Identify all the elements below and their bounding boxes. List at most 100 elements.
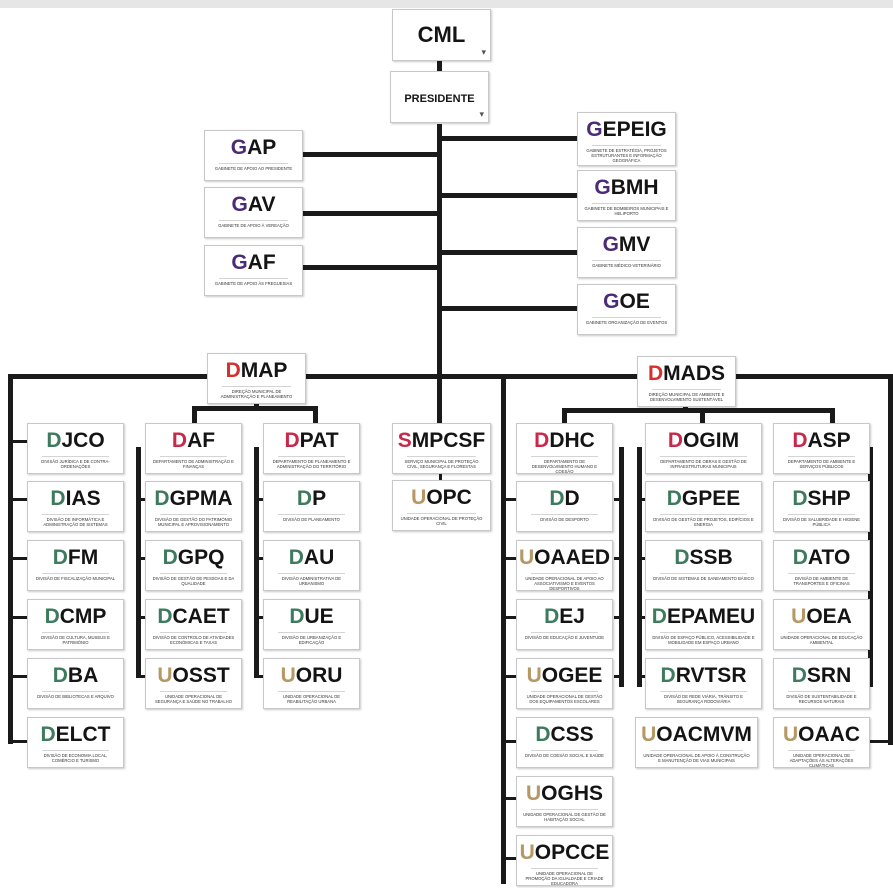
unit-code-rest: OGHS <box>541 782 603 805</box>
unit-description: UNIDADE OPERACIONAL DE APOIO À CONSTRUÇÃ… <box>643 753 750 764</box>
unit-code-initial: G <box>603 290 620 313</box>
divider <box>592 317 661 318</box>
double-chevron-down-icon[interactable]: ▾ <box>481 47 486 57</box>
divider <box>278 691 345 692</box>
connector-line <box>302 211 437 216</box>
unit-code: DFM <box>28 546 123 570</box>
divider <box>160 514 227 515</box>
unit-description: DEPARTAMENTO DE ADMINISTRAÇÃO E FINANÇAS <box>153 459 234 470</box>
connector-line <box>562 408 832 413</box>
unit-code-rest: MADS <box>663 362 725 385</box>
unit-description: DIVISÃO DE AMBIENTE DE TRANSPORTES E OFI… <box>793 576 850 587</box>
unit-code-rest: AF <box>187 429 216 452</box>
unit-description: DIVISÃO DE SUSTENTABILIDADE E RECURSOS N… <box>786 694 857 705</box>
unit-box-dp[interactable]: DP DIVISÃO DE PLANEAMENTO <box>263 481 360 532</box>
divider <box>788 691 855 692</box>
unit-code-initial: D <box>791 664 807 687</box>
unit-code: DPAT <box>264 429 359 453</box>
unit-code-rest: CSS <box>550 723 594 746</box>
unit-code-rest: GPEE <box>681 487 741 510</box>
unit-description: DIVISÃO DE EDUCAÇÃO E JUVENTUDE <box>524 635 605 640</box>
unit-description: DIVISÃO DE ESPAÇO PÚBLICO, ACESSIBILIDAD… <box>652 635 755 646</box>
unit-code-rest: GPMA <box>169 487 233 510</box>
unit-code-initial: U <box>518 546 535 569</box>
unit-description: DIVISÃO ADMINISTRATIVA DE URBANISMO <box>281 576 342 587</box>
unit-box-cml[interactable]: CML▾ <box>392 9 491 61</box>
unit-description: UNIDADE OPERACIONAL DE REABILITAÇÃO URBA… <box>282 694 341 705</box>
divider <box>652 389 721 390</box>
connector-line <box>192 406 318 411</box>
unit-code-rest: EPEIG <box>602 118 667 141</box>
unit-description: DIVISÃO DE PLANEAMENTO <box>283 517 340 522</box>
connector-line <box>506 740 516 743</box>
unit-code-initial: D <box>792 487 808 510</box>
unit-description: GABINETE MÉDICO-VETERINÁRIO <box>592 263 661 268</box>
double-chevron-down-icon[interactable]: ▾ <box>479 109 484 119</box>
divider <box>219 220 288 221</box>
connector-line <box>302 152 437 157</box>
connector-line <box>442 250 579 255</box>
unit-box-presidente[interactable]: PRESIDENTE ▾ <box>390 71 489 123</box>
divider <box>531 750 598 751</box>
unit-description: GABINETE ORGANIZAÇÃO DE EVENTOS <box>585 320 668 325</box>
unit-description: DIVISÃO DE COESÃO SOCIAL E SAÚDE <box>525 753 604 758</box>
unit-code-initial: D <box>647 362 664 385</box>
unit-code-rest: IAS <box>65 487 101 510</box>
divider <box>660 514 747 515</box>
unit-code-rest: PRESIDENTE <box>404 93 475 105</box>
unit-description: GABINETE DE APOIO AO PRESIDENTE <box>214 166 293 171</box>
unit-code-rest: SHP <box>807 487 851 510</box>
unit-code-initial: U <box>791 605 807 628</box>
unit-code: DP <box>264 487 359 511</box>
divider <box>278 573 345 574</box>
unit-code-initial: D <box>534 429 550 452</box>
unit-code-initial: G <box>586 118 603 141</box>
